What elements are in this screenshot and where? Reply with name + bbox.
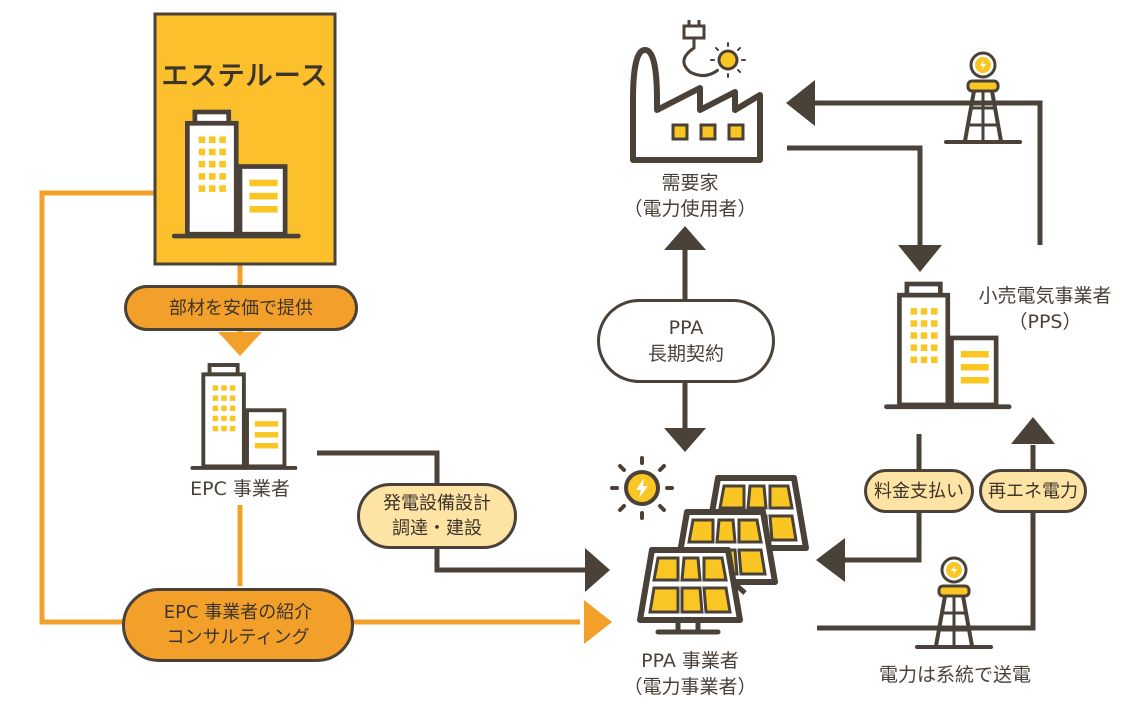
pill-materials: 部材を安価で提供 (124, 285, 358, 331)
arrow-left-dark-payment (816, 538, 845, 582)
arrow-up-dark-renewable (1011, 417, 1055, 444)
solar-panels-icon (640, 478, 806, 635)
pill-ppa-line2: 長期契約 (647, 343, 724, 365)
pill-renewable-text: 再エネ電力 (988, 480, 1078, 502)
transmission-tower-bottom-icon (915, 556, 993, 649)
orange-connectors (39, 190, 580, 625)
ppa-operator-label: PPA 事業者 （電力事業者） (605, 648, 775, 700)
pill-intro-line2: コンサルティング (166, 627, 310, 648)
epc-label: EPC 事業者 (190, 478, 290, 500)
ppa-operator-label-line1: PPA 事業者 (641, 650, 739, 672)
pill-materials-text: 部材を安価で提供 (169, 297, 313, 319)
arrow-right-dark-epc (585, 548, 610, 592)
consumer-label-line1: 需要家 (661, 172, 719, 194)
sun-icon (610, 456, 674, 520)
retailer-label-line2: （PPS） (1008, 311, 1082, 333)
retailer-label-line1: 小売電気事業者 (978, 285, 1112, 307)
ppa-operator-label-line2: （電力事業者） (623, 676, 757, 698)
arrow-up-dark-ppa (664, 226, 706, 250)
transmission-tower-top-icon (944, 51, 1022, 144)
arrow-right-orange (584, 600, 612, 644)
company-name: エステルース (161, 61, 329, 92)
consumer-label-line2: （電力使用者） (623, 198, 757, 220)
pill-renewable: 再エネ電力 (979, 469, 1087, 513)
dark-connectors (317, 100, 1043, 631)
arrow-left-dark-top (786, 80, 815, 126)
arrow-down-orange (218, 332, 262, 356)
pill-design-line1: 発電設備設計 (383, 493, 491, 514)
grid-label: 電力は系統で送電 (878, 664, 1031, 686)
pill-payment: 料金支払い (864, 469, 974, 513)
pill-ppa-contract: PPA 長期契約 (597, 299, 775, 383)
arrow-down-dark-retailer (898, 245, 942, 272)
epc-building-icon (190, 363, 298, 470)
arrow-down-dark-ppa (664, 428, 706, 452)
pill-ppa-line1: PPA (668, 317, 704, 339)
pill-intro-line1: EPC 事業者の紹介 (163, 602, 313, 623)
factory-icon (630, 20, 763, 163)
pill-design-line2: 調達・建設 (392, 518, 482, 539)
pill-payment-text: 料金支払い (874, 480, 964, 502)
pill-epc-intro: EPC 事業者の紹介 コンサルティング (122, 588, 354, 662)
consumer-label: 需要家 （電力使用者） (610, 170, 770, 222)
pill-design-build: 発電設備設計 調達・建設 (357, 483, 517, 549)
retailer-label: 小売電気事業者 （PPS） (970, 283, 1120, 335)
